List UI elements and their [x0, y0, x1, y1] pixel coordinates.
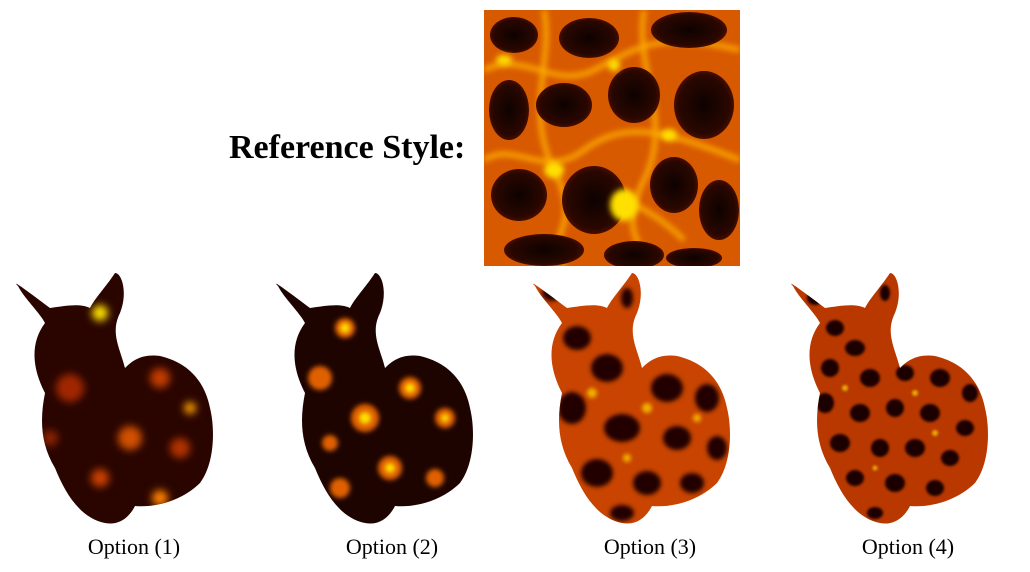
option-4-caption: Option (4)	[861, 534, 955, 559]
option-2-caption: Option (2)	[345, 534, 439, 559]
option-3-bunny-render	[527, 268, 737, 530]
option-2-bunny-render	[270, 268, 480, 530]
option-4-bunny-render	[785, 268, 995, 530]
reference-style-image	[484, 10, 740, 266]
reference-style-label: Reference Style:	[229, 129, 466, 166]
option-3-caption: Option (3)	[603, 534, 697, 559]
option-1-caption: Option (1)	[87, 534, 181, 559]
option-1-bunny-render	[10, 268, 220, 530]
